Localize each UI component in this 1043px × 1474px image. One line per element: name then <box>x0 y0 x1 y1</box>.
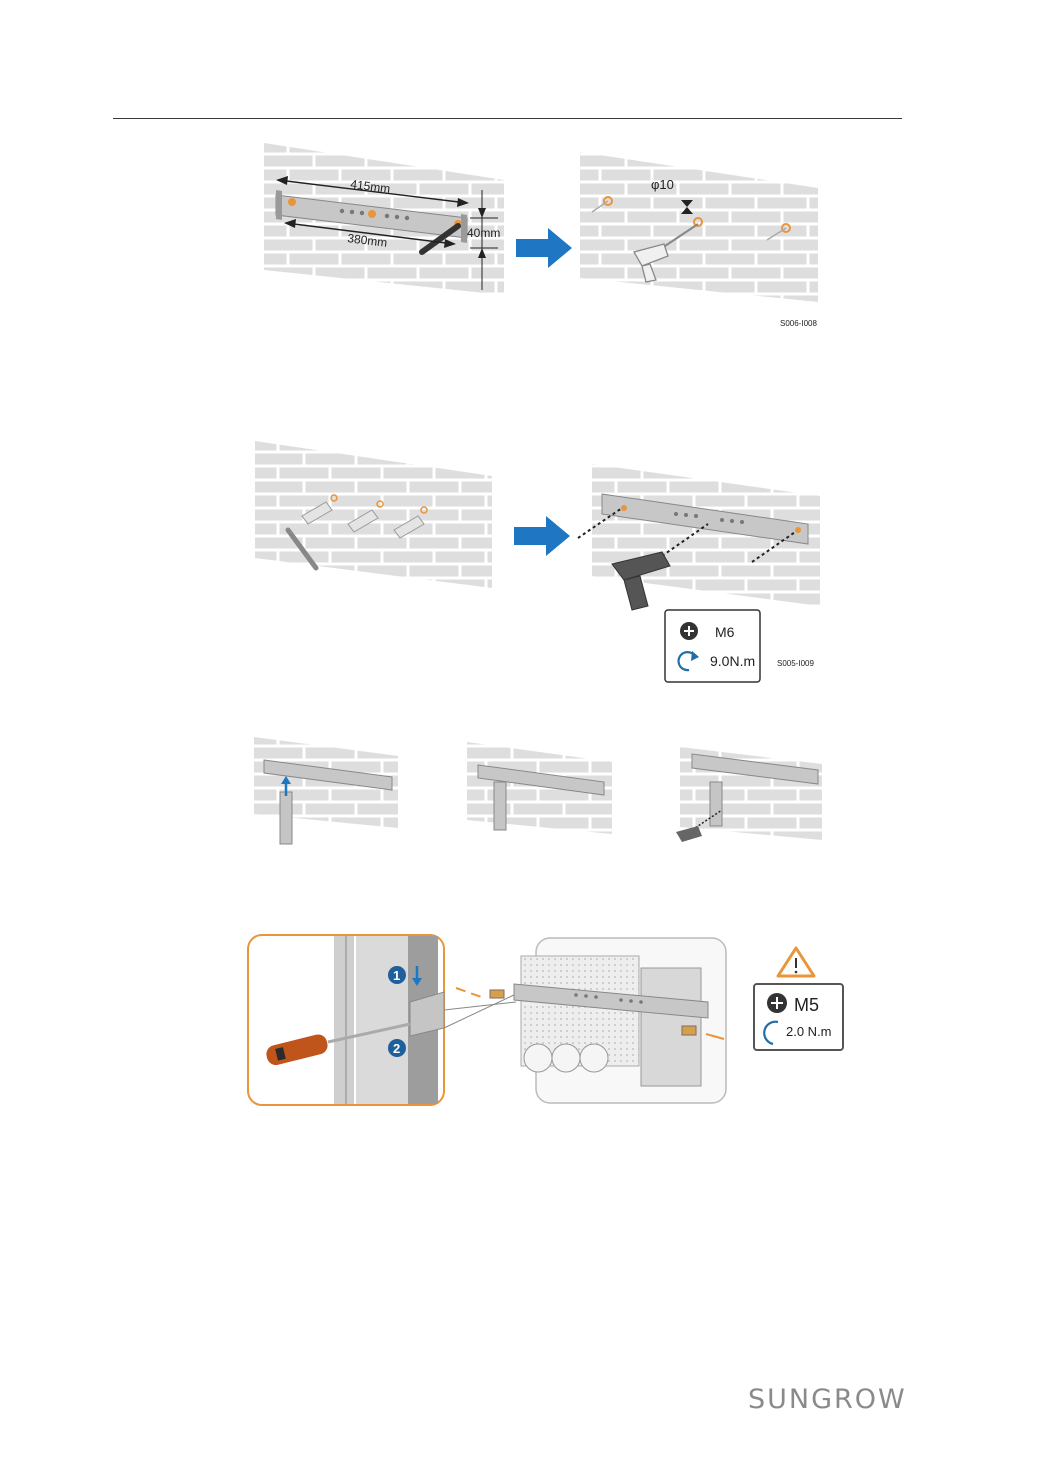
next-step-arrow-icon <box>514 516 570 556</box>
screw-size: M5 <box>794 995 819 1015</box>
hole-marker-center <box>368 210 376 218</box>
svg-text:1: 1 <box>393 968 400 983</box>
torque-value: 2.0 N.m <box>786 1024 832 1039</box>
svg-text:2: 2 <box>393 1041 400 1056</box>
torque-value: 9.0N.m <box>710 653 755 669</box>
sungrow-logo: SUNGROW <box>748 1384 907 1415</box>
figure-measure-and-drill: 415mm 380mm 40mm φ10 S006-I008 <box>262 140 832 335</box>
electric-drill-icon <box>676 826 702 842</box>
figure-bracket-extension <box>252 732 827 857</box>
panel-2 <box>467 742 612 834</box>
figure-inverter-attach: 1 2 <box>246 932 851 1112</box>
panel-1 <box>254 737 398 844</box>
hole-marker-left <box>288 198 296 206</box>
screw-size: M6 <box>715 624 735 640</box>
header-rule <box>113 118 902 119</box>
panel-3 <box>676 747 822 842</box>
drill-diameter-label: φ10 <box>651 177 674 192</box>
inverter-device <box>456 938 726 1103</box>
figure-code: S006-I008 <box>780 319 817 328</box>
figure-anchor-and-screw: M6 9.0N.m S005-I009 <box>252 438 832 688</box>
next-step-arrow-icon <box>516 228 572 268</box>
torque-spec-box <box>665 610 760 682</box>
dim-height: 40mm <box>467 226 500 240</box>
figure-code: S005-I009 <box>777 659 814 668</box>
